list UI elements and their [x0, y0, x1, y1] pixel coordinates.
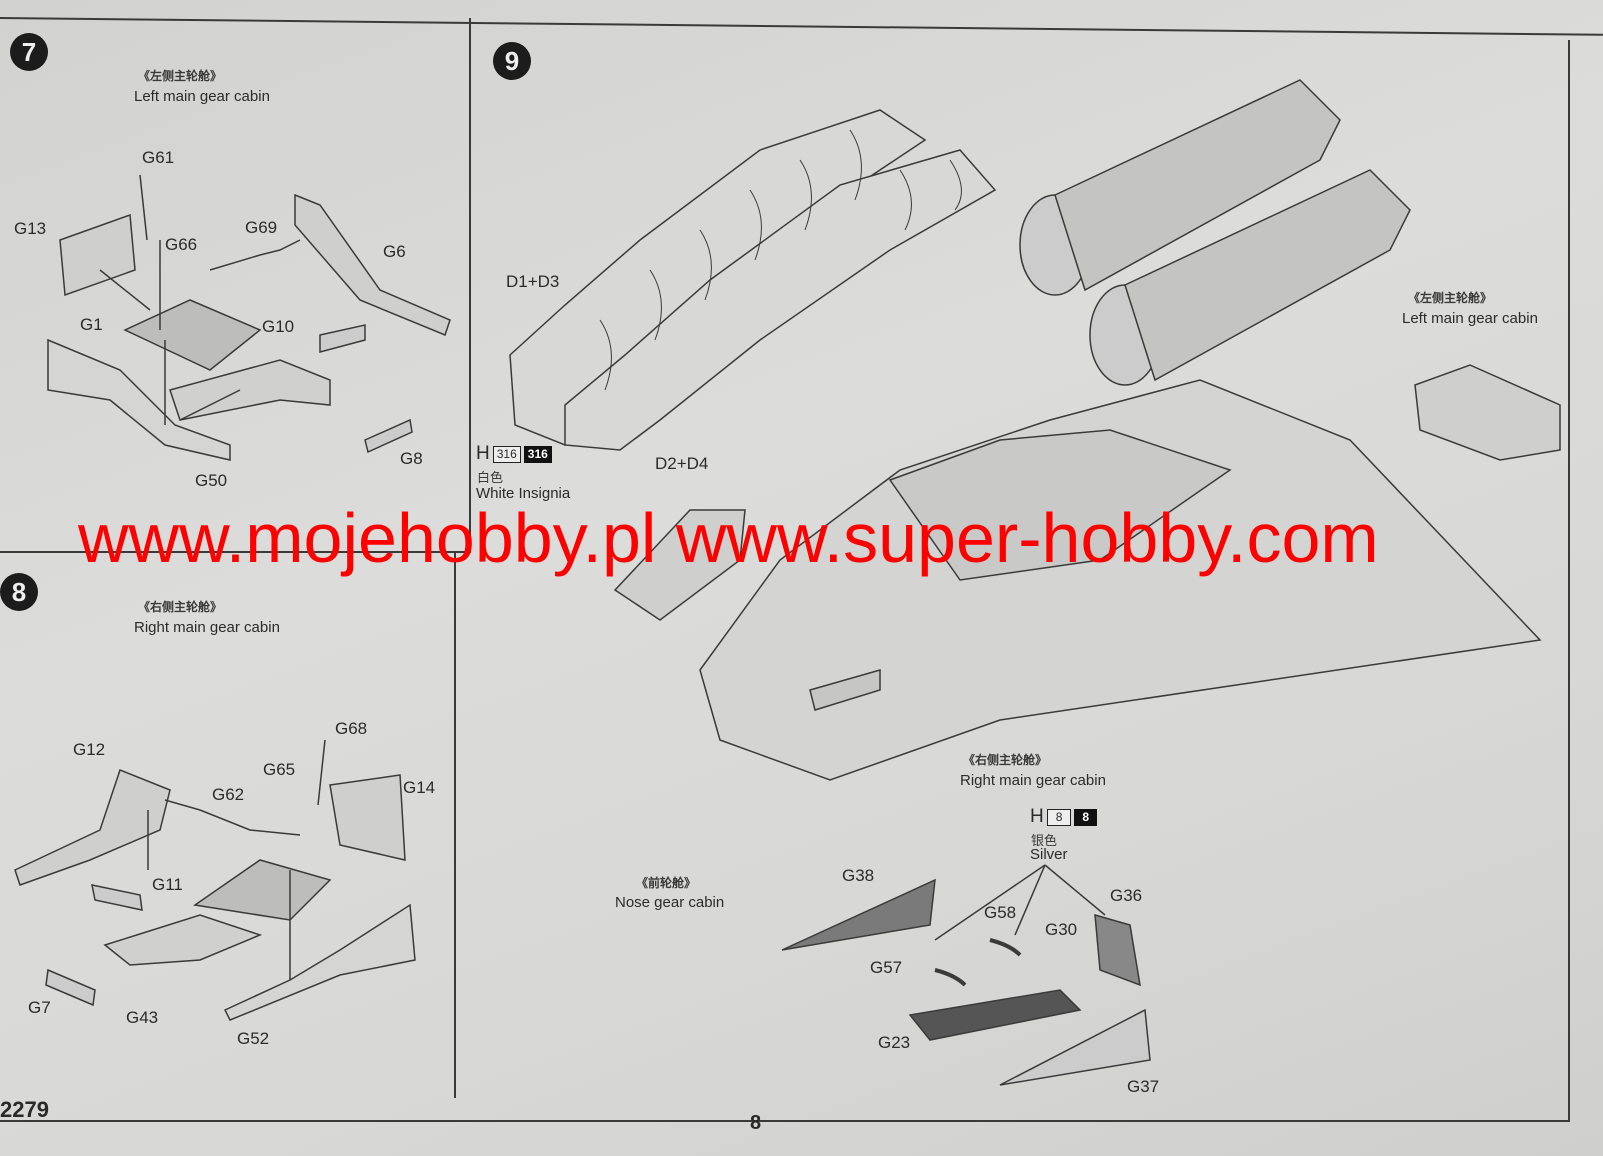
step8-caption-en: Right main gear cabin: [134, 619, 280, 636]
part-label: G10: [262, 317, 295, 336]
nose-cabin-part: [613, 509, 746, 621]
engines: [1019, 79, 1411, 386]
paint-code-box: 8: [1046, 808, 1072, 826]
part-label: G7: [28, 998, 51, 1017]
divider-vertical-top: [469, 18, 471, 553]
part-label: D2+D4: [655, 454, 709, 473]
step-9-badge: 9: [493, 42, 531, 80]
part-label: G13: [14, 219, 47, 238]
part-label: D1+D3: [506, 272, 560, 291]
part-label: G38: [842, 866, 875, 885]
part-label: G69: [245, 218, 278, 237]
paint-color-en: Silver: [1030, 846, 1068, 863]
part-label: G68: [335, 719, 368, 738]
part-label: G30: [1045, 920, 1078, 939]
paint-code-box-dark: 316: [523, 445, 552, 463]
paint-code-box: 316: [492, 445, 521, 463]
page-number: 8: [750, 1112, 762, 1134]
part-label: G12: [73, 740, 106, 759]
part-label: G11: [152, 875, 183, 894]
intake-ducts: [509, 109, 997, 451]
part-label: G66: [165, 235, 198, 254]
right-cabin-caption-en: Right main gear cabin: [960, 772, 1106, 789]
nose-cabin-caption-cn: 《前轮舱》: [636, 876, 697, 890]
part-label: G43: [126, 1008, 159, 1027]
part-label: G57: [870, 958, 903, 977]
fuselage-lower-half: [699, 379, 1542, 781]
part-label: G8: [400, 449, 423, 468]
part-label: G50: [195, 471, 228, 490]
step7-caption-cn: 《左侧主轮舱》: [138, 69, 223, 83]
part-label: G23: [878, 1033, 911, 1052]
part-label: G37: [1127, 1077, 1160, 1096]
right-cabin-caption-cn: 《右侧主轮舱》: [963, 753, 1048, 767]
part-label: G62: [212, 785, 245, 804]
kit-number: 2279: [0, 1097, 49, 1122]
step-8-badge: 8: [0, 573, 38, 611]
step-7-badge: 7: [10, 33, 48, 71]
paint-color-cn: 白色: [477, 470, 504, 485]
nose-cabin-caption-en: Nose gear cabin: [615, 894, 725, 911]
divider-vertical-bottom: [454, 553, 456, 1098]
part-label: G61: [142, 148, 175, 167]
part-label: G52: [237, 1029, 270, 1048]
part-label: G36: [1110, 886, 1143, 905]
left-cabin-caption-en: Left main gear cabin: [1402, 310, 1538, 327]
part-label: G6: [383, 242, 406, 261]
step7-caption-en: Left main gear cabin: [134, 88, 270, 105]
step8-caption-cn: 《右侧主轮舱》: [138, 600, 223, 614]
watermark: www.mojehobby.pl www.super-hobby.com: [78, 499, 1379, 577]
part-label: G1: [80, 315, 103, 334]
left-cabin-part: [1414, 364, 1561, 461]
paint-brand-code: H: [1030, 806, 1044, 827]
step8-drawing: [14, 739, 416, 1021]
paint-code-box-dark: 8: [1074, 808, 1098, 826]
paint-brand-code: H: [476, 443, 490, 464]
paint-color-cn: 银色: [1031, 833, 1058, 848]
right-border: [1568, 40, 1570, 1120]
part-label: G65: [263, 760, 296, 779]
divider-horizontal: [0, 551, 470, 553]
part-label: G14: [403, 778, 436, 797]
step7-drawing: [47, 174, 451, 461]
left-cabin-caption-cn: 《左侧主轮舱》: [1408, 291, 1493, 305]
paint-color-en: White Insignia: [476, 485, 571, 502]
part-label: G58: [984, 903, 1017, 922]
gear-doors: [781, 864, 1151, 1086]
bottom-border: [0, 1120, 1570, 1122]
